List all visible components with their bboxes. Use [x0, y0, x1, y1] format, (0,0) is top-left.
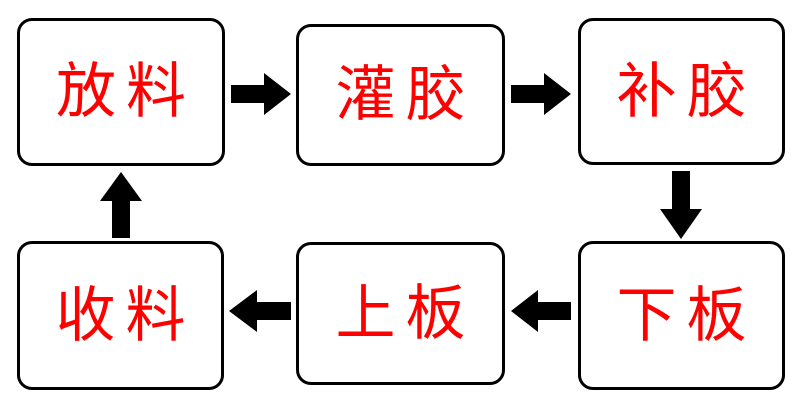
arrow-up-icon	[99, 172, 143, 238]
arrow-right-icon	[231, 72, 291, 116]
flow-node-xiaban[interactable]: 下板	[578, 241, 785, 390]
flow-node-shangban[interactable]: 上板	[296, 242, 505, 385]
flow-node-bujiao[interactable]: 补胶	[578, 18, 785, 165]
flow-node-label: 上板	[335, 278, 476, 349]
flow-node-label: 放料	[56, 57, 196, 127]
flow-node-fangliao[interactable]: 放料	[17, 18, 225, 166]
flow-node-label: 下板	[616, 280, 757, 351]
arrow-down-icon	[659, 171, 703, 239]
flow-node-label: 补胶	[616, 56, 757, 127]
flow-node-shouliao[interactable]: 收料	[17, 241, 224, 390]
arrow-right-icon	[511, 72, 571, 116]
arrow-left-icon	[511, 289, 571, 333]
flow-node-guanjiao[interactable]: 灌胶	[296, 24, 505, 166]
flow-node-label: 收料	[55, 280, 196, 351]
flow-node-label: 灌胶	[335, 60, 476, 130]
arrow-left-icon	[229, 289, 291, 333]
